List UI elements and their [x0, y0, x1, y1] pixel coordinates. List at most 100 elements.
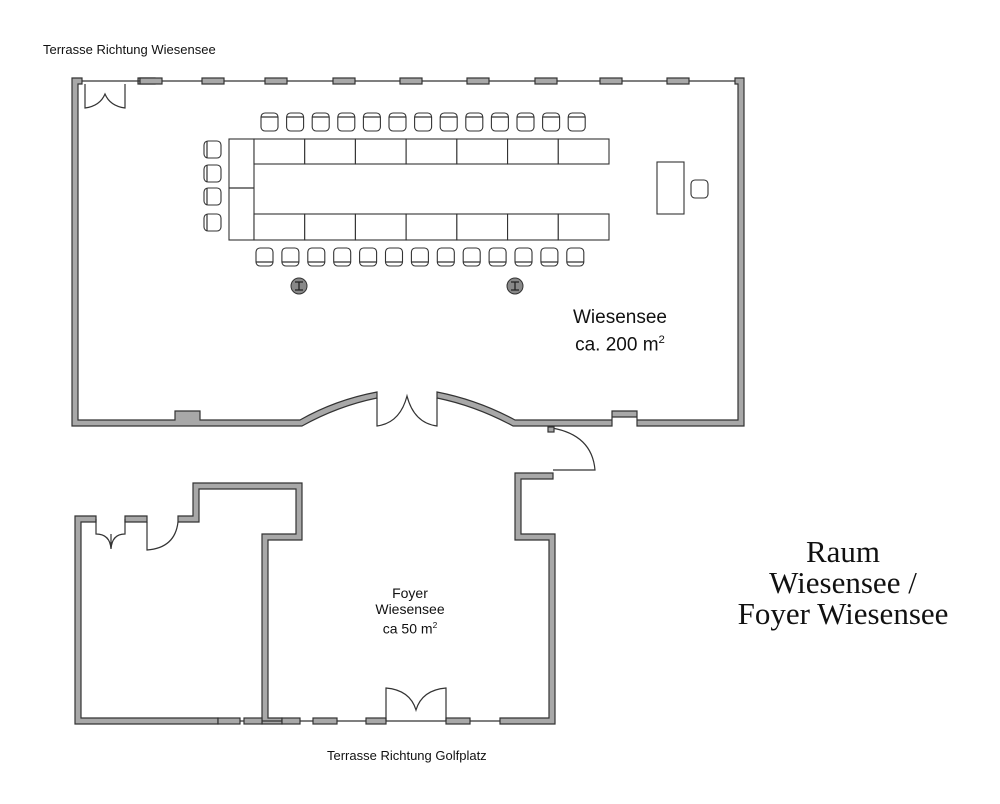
window: [399, 77, 423, 85]
plan-title: Raum Wiesensee / Foyer Wiesensee: [700, 536, 986, 629]
room-label: Wiesensee ca. 200 m2: [560, 307, 680, 356]
chair: [203, 187, 222, 206]
chair: [311, 112, 330, 132]
chair: [410, 247, 429, 267]
table-segment: [405, 138, 458, 165]
main-room-walls: [71, 77, 745, 427]
chairs-left-column: [203, 140, 222, 232]
chair: [540, 247, 559, 267]
door-terrace-bottom[interactable]: [385, 687, 447, 721]
door-left-room-2[interactable]: [146, 521, 179, 551]
conference-table: [228, 138, 610, 241]
title-line-2: Wiesensee /: [769, 565, 917, 600]
room-name: Wiesensee: [573, 307, 667, 328]
title-line-1: Raum: [805, 534, 881, 569]
terrace-top-label: Terrasse Richtung Wiesensee: [43, 42, 216, 57]
wall-foyer-right: [499, 472, 556, 725]
table-segment: [405, 213, 458, 241]
title-line-3: Foyer Wiesensee: [737, 596, 949, 631]
chair: [255, 247, 274, 267]
door-terrace-top[interactable]: [84, 84, 126, 109]
window: [281, 717, 301, 725]
table-row-bottom: [253, 213, 610, 241]
lectern-table: [656, 161, 685, 215]
foyer-area: ca 50 m2: [360, 617, 460, 637]
chair: [542, 112, 561, 132]
table-segment: [456, 138, 509, 165]
column-icon: [506, 277, 524, 295]
chair: [203, 213, 222, 232]
foyer-name-2: Wiesensee: [375, 601, 445, 617]
chair: [286, 112, 305, 132]
table-segment: [507, 138, 559, 165]
window: [599, 77, 623, 85]
windows-top: [139, 77, 690, 85]
chair: [260, 112, 279, 132]
foyer-area-value: ca 50 m: [382, 620, 433, 637]
chair: [307, 247, 326, 267]
chair: [359, 247, 378, 267]
table-segment: [456, 213, 509, 241]
table-segment: [507, 213, 559, 241]
chair: [514, 247, 533, 267]
wall-pillar: [124, 515, 148, 523]
chair: [436, 247, 455, 267]
chairs-top-row: [260, 112, 586, 132]
chair: [462, 247, 481, 267]
window: [243, 717, 263, 725]
table-segment: [557, 213, 610, 241]
chair: [567, 112, 586, 132]
chair: [516, 112, 535, 132]
foyer-area-unit-sup: 2: [432, 620, 438, 630]
chair: [337, 112, 356, 132]
chair: [465, 112, 484, 132]
window: [445, 717, 471, 725]
lectern-chair: [690, 179, 709, 199]
chairs-bottom-row: [255, 247, 585, 267]
chair: [490, 112, 509, 132]
chair: [566, 247, 585, 267]
room-area: ca. 200 m2: [560, 329, 680, 356]
foyer-name-1: Foyer: [392, 585, 428, 601]
table-segment: [304, 213, 356, 241]
room-area-unit-sup: 2: [658, 334, 665, 346]
window: [217, 717, 241, 725]
table-segment: [354, 213, 407, 241]
wall-right: [436, 77, 745, 427]
column-icon: [290, 277, 308, 295]
table-row-top: [253, 138, 610, 165]
table-segment: [304, 138, 356, 165]
chair: [333, 247, 352, 267]
door-foyer-side[interactable]: [547, 426, 596, 471]
table-segment: [557, 138, 610, 165]
window: [666, 77, 690, 85]
window: [312, 717, 338, 725]
window: [365, 717, 387, 725]
window: [534, 77, 558, 85]
window: [466, 77, 490, 85]
window: [201, 77, 225, 85]
chair: [488, 247, 507, 267]
foyer-walls: [74, 472, 556, 725]
table-segment: [253, 138, 306, 165]
door-hinge: [547, 426, 555, 433]
window: [264, 77, 288, 85]
room-area-value: ca. 200 m: [575, 334, 659, 356]
chair: [439, 112, 458, 132]
chair: [362, 112, 381, 132]
door-left-room[interactable]: [95, 519, 126, 550]
wall-left: [71, 77, 378, 427]
chair: [281, 247, 300, 267]
chair: [203, 140, 222, 159]
foyer-label: Foyer Wiesensee ca 50 m2: [360, 585, 460, 637]
table-end: [228, 138, 255, 241]
table-segment: [253, 213, 306, 241]
door-main-entrance[interactable]: [376, 393, 438, 427]
wall-left-room: [74, 515, 219, 725]
chair: [414, 112, 433, 132]
windows-bottom: [217, 717, 471, 725]
chair: [384, 247, 404, 267]
chair: [388, 112, 407, 132]
